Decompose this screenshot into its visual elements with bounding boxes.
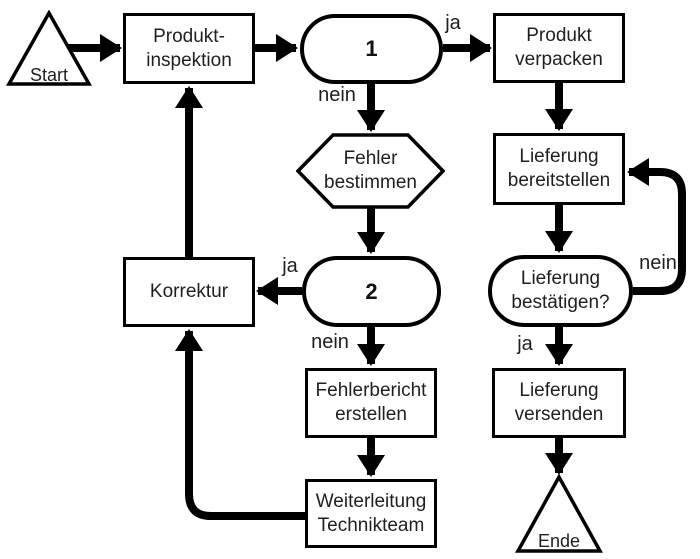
edge-bestaetigen-nein-loop-to-bereitstellen	[627, 158, 686, 295]
node-start: Start	[6, 10, 92, 88]
node-weiterleitung-label: Weiterleitung Technikteam	[315, 490, 427, 536]
hexagon-shape	[296, 133, 445, 209]
edge-label-decision2-ja: ja	[282, 255, 298, 277]
node-produktinspektion: Produkt- inspektion	[123, 13, 255, 84]
node-produktverpacken: Produkt verpacken	[493, 13, 625, 83]
node-produktinspektion-label: Produkt- inspektion	[146, 25, 232, 71]
node-fehlerbericht: Fehlerbericht erstellen	[305, 368, 437, 438]
ende-triangle-shape	[515, 474, 603, 553]
node-lieferungbestaetigen: Lieferung bestätigen?	[488, 255, 633, 327]
edge-label-decision1-ja: ja	[445, 12, 461, 34]
node-weiterleitung: Weiterleitung Technikteam	[305, 479, 437, 548]
node-lieferungversenden: Lieferung versenden	[492, 368, 626, 438]
node-start-label: Start	[29, 65, 68, 85]
node-lieferungbereitstellen-label: Lieferung bereitstellen	[507, 146, 611, 191]
node-lieferungbestaetigen-label: Lieferung bestätigen?	[511, 268, 610, 313]
node-decision-1: 1	[300, 14, 443, 84]
node-decision-2: 2	[302, 256, 441, 327]
node-fehlerbestimmen: Fehler bestimmen	[296, 133, 445, 209]
edge-label-decision1-nein: nein	[318, 84, 356, 106]
node-fehlerbericht-label: Fehlerbericht erstellen	[315, 380, 427, 425]
node-lieferungbereitstellen: Lieferung bereitstellen	[493, 133, 625, 205]
node-produktverpacken-label: Produkt verpacken	[515, 25, 603, 70]
node-korrektur: Korrektur	[123, 257, 255, 327]
edge-weiterleitung-to-korrektur	[175, 329, 307, 520]
edge-label-bestaetigen-nein: nein	[639, 252, 677, 274]
node-fehlerbestimmen-label: Fehler bestimmen	[324, 148, 417, 193]
node-decision-1-label: 1	[365, 36, 378, 61]
start-triangle-shape	[6, 10, 92, 86]
node-decision-2-label: 2	[365, 278, 378, 304]
node-ende-label: Ende	[537, 531, 581, 551]
edge-label-decision2-nein: nein	[311, 331, 349, 353]
node-ende: Ende	[514, 474, 604, 554]
node-korrektur-label: Korrektur	[149, 281, 229, 302]
edge-label-bestaetigen-ja: ja	[517, 333, 533, 355]
node-lieferungversenden-label: Lieferung versenden	[514, 380, 604, 425]
